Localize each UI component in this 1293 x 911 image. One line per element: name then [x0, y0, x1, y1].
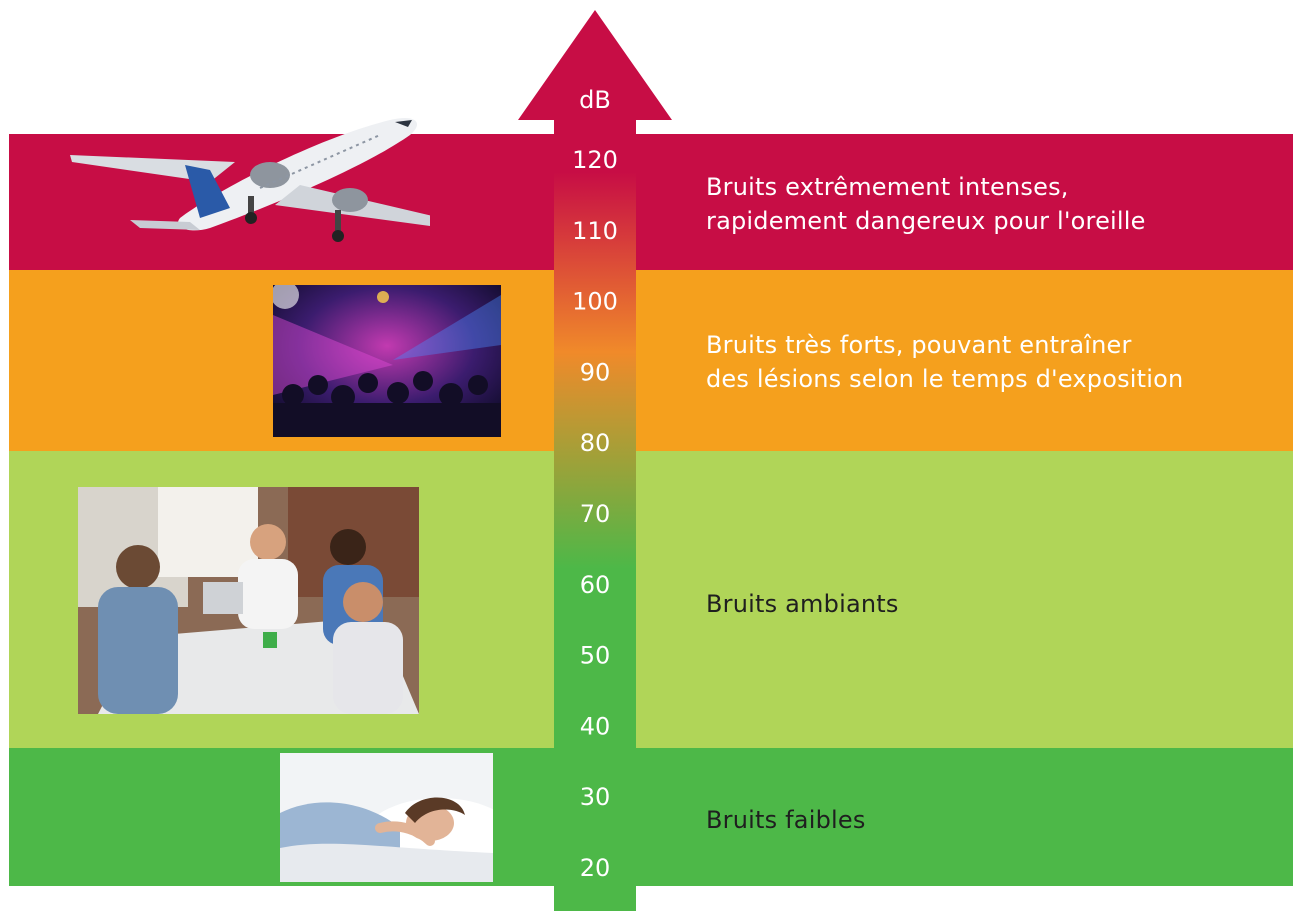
- band-very-loud: [9, 270, 1293, 451]
- scale-tick-120: 120: [572, 146, 618, 174]
- scale-tick-110: 110: [572, 217, 618, 245]
- label-ambient: Bruits ambiants: [706, 590, 899, 618]
- scale-tick-70: 70: [580, 500, 611, 528]
- airplane-photo: [60, 100, 430, 250]
- nightclub-photo: [273, 285, 501, 437]
- scale-tick-80: 80: [580, 429, 611, 457]
- label-low: Bruits faibles: [706, 806, 866, 834]
- scale-tick-50: 50: [580, 642, 611, 670]
- scale-tick-100: 100: [572, 288, 618, 316]
- label-very-loud: Bruits très forts, pouvant entraîner des…: [706, 331, 1184, 393]
- band-low: [9, 748, 1293, 886]
- scale-unit-label: dB: [579, 86, 611, 114]
- scale-tick-60: 60: [580, 571, 611, 599]
- scale-tick-20: 20: [580, 854, 611, 882]
- arrow-head: [518, 10, 672, 911]
- scale-tick-90: 90: [580, 358, 611, 386]
- label-extreme: Bruits extrêmement intenses, rapidement …: [706, 173, 1146, 235]
- scale-tick-30: 30: [580, 783, 611, 811]
- decibel-scale-arrow: dB 120 110 100 90 80 70 60 50 40 30 20: [518, 10, 672, 911]
- sleeping-person-photo: [280, 753, 493, 882]
- scale-tick-40: 40: [580, 712, 611, 740]
- meeting-photo: [78, 487, 419, 714]
